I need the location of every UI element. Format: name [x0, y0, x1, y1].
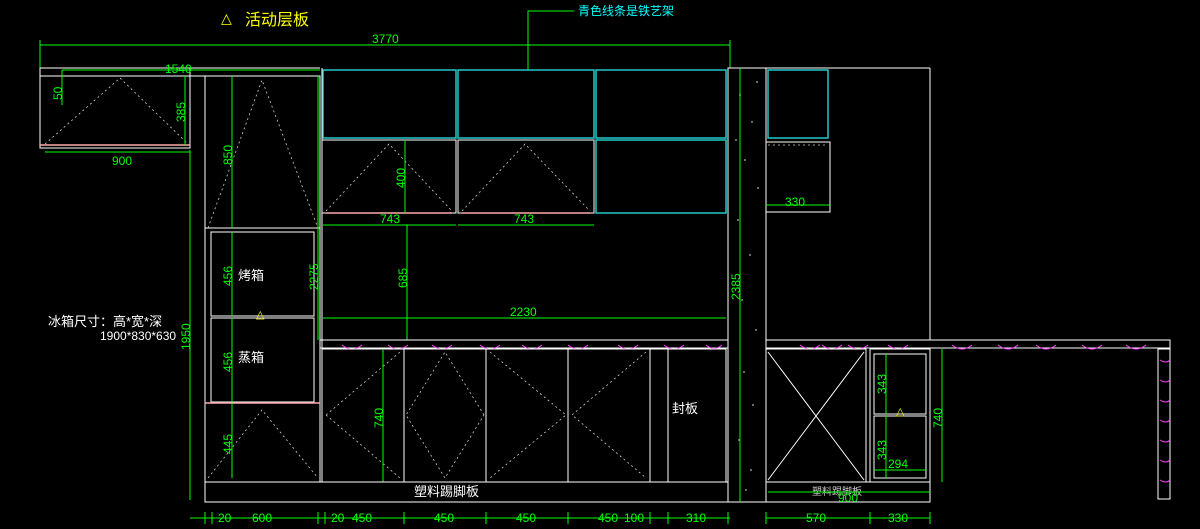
base-door-swing-23 [405, 351, 485, 479]
kick-board-left-label: 塑料踢脚板 [414, 484, 479, 499]
dim-294: 294 [888, 457, 908, 471]
iron-rack-5 [767, 69, 829, 139]
oven-cell [210, 231, 315, 317]
wall-cabinet-1 [321, 139, 457, 214]
title-marker: △ [221, 10, 232, 26]
countertop-right [765, 339, 1171, 349]
dim-total-width: 3770 [372, 32, 399, 46]
dim-385: 385 [174, 102, 188, 122]
iron-rack-note: 青色线条是铁艺架 [578, 4, 674, 18]
dim-743-b: 743 [514, 212, 534, 226]
bottom-dim-4: 450 [352, 511, 372, 525]
dim-743-a: 743 [380, 212, 400, 226]
wall-cabinet-2 [457, 139, 595, 214]
bottom-dim-5: 450 [434, 511, 454, 525]
iron-rack-leader [527, 10, 574, 70]
dim-2385: 2385 [729, 273, 743, 300]
steamer-label: 蒸箱 [238, 350, 264, 365]
bar-counter-leg [1157, 348, 1171, 500]
base-door-swing-1b [325, 414, 401, 479]
base-cabinet-2 [403, 348, 487, 483]
base-cabinet-3 [485, 348, 569, 483]
fridge-size-label: 冰箱尺寸：高*宽*深 [48, 314, 162, 329]
dim-1540: 1540 [165, 62, 192, 76]
right-drawer-lower [873, 415, 927, 479]
dim-740-right: 740 [931, 408, 945, 428]
dim-1950: 1950 [179, 323, 193, 350]
dim-850: 850 [221, 145, 235, 165]
base-door-swing-3 [489, 351, 567, 479]
dim-456-oven: 456 [221, 266, 235, 286]
bottom-dim-6: 450 [516, 511, 536, 525]
bottom-dim-2: 600 [252, 511, 272, 525]
base-filler-100 [649, 348, 669, 483]
dim-2230: 2230 [510, 305, 537, 319]
shelf-marker-left: △ [256, 309, 265, 321]
wall-door-swing-1 [325, 143, 453, 212]
bottom-dim-3: 20 [331, 511, 345, 525]
oven-label: 烤箱 [238, 268, 264, 283]
iron-rack-1 [322, 69, 457, 139]
base-door-swing-1a [325, 351, 401, 416]
sealing-panel-label: 封板 [672, 401, 698, 416]
bottom-dim-1: 20 [218, 511, 232, 525]
dim-900-right: 900 [838, 491, 858, 505]
dim-50: 50 [51, 86, 65, 100]
bottom-dim-ticks [204, 512, 931, 524]
dim-900-top: 900 [112, 154, 132, 168]
dim-400: 400 [394, 168, 408, 188]
dim-343-a: 343 [875, 374, 889, 394]
bottom-dim-8: 100 [624, 511, 644, 525]
iron-rack-3 [595, 69, 727, 139]
base-cabinet-1 [321, 348, 405, 483]
dim-685: 685 [396, 268, 410, 288]
tall-lower-door-swing [207, 409, 319, 479]
bottom-dim-10: 570 [806, 511, 826, 525]
base-cabinet-4 [567, 348, 651, 483]
upper-left-door-swing [44, 77, 189, 145]
right-base-x2 [767, 351, 865, 481]
steamer-cell [210, 317, 315, 403]
dim-330-top: 330 [785, 195, 805, 209]
bottom-dim-7: 450 [598, 511, 618, 525]
fridge-size-value: 1900*830*630 [100, 329, 176, 343]
bottom-dim-9: 310 [686, 511, 706, 525]
iron-rack-2 [457, 69, 595, 139]
iron-rack-4 [595, 139, 727, 214]
wall-door-swing-2 [461, 143, 591, 212]
right-drawer-upper [873, 353, 927, 415]
dim-2275: 2275 [307, 263, 321, 290]
dim-456-steam: 456 [221, 352, 235, 372]
diagram-title: 活动层板 [245, 11, 309, 29]
bar-counter-leg-hatch [1159, 359, 1171, 483]
dim-445: 445 [221, 434, 235, 454]
dim-343-b: 343 [875, 440, 889, 460]
bottom-dim-11: 330 [888, 511, 908, 525]
structural-column [727, 67, 767, 503]
dim-740-left: 740 [372, 408, 386, 428]
shelf-marker-right: △ [896, 406, 905, 418]
base-door-swing-4 [571, 351, 647, 479]
